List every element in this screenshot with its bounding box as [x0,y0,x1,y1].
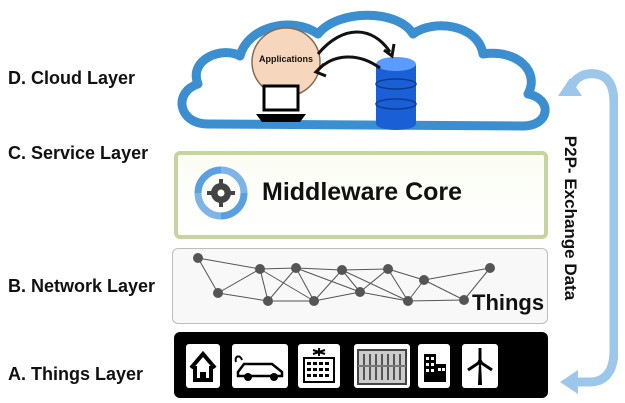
network-node [403,296,413,306]
network-edge [217,268,261,294]
calendar-device-icon [298,344,340,388]
network-edge [217,292,269,302]
network-edge [295,267,343,271]
network-edge [267,267,297,302]
network-layer-box [172,248,548,324]
network-node [309,296,319,306]
network-edge [423,279,465,301]
p2p-exchange-label: P2P- Exchange Data [561,135,580,301]
network-node [419,275,429,285]
network-node [291,263,301,273]
applications-label: Applications [258,54,313,64]
network-node [213,288,223,298]
network-node [459,295,469,305]
middleware-core-title: Middleware Core [262,178,463,206]
network-edge [313,269,343,302]
network-edge [359,291,409,302]
car-icon [232,344,288,388]
building-icon [418,344,450,388]
network-edge [359,268,389,293]
network-node [355,287,365,297]
cloud-icon [177,10,550,131]
things-label: Things [472,290,545,315]
network-edge [387,268,409,302]
network-edge [197,257,219,294]
cycle-gear-icon [194,166,248,220]
server-rack-icon [354,344,410,388]
p2p-exchange-arrow [558,69,618,394]
database-icon [375,57,417,130]
network-node [263,296,273,306]
network-edge [197,257,261,270]
network-edge [423,267,491,281]
network-edge [313,291,361,302]
network-edge [295,267,315,302]
network-node [193,253,203,263]
network-node [383,264,393,274]
network-edge [407,299,465,302]
wind-turbine-icon [462,344,498,388]
laptop-icon [256,84,306,122]
service-layer-label: C. Service Layer [8,143,149,163]
service-layer-box [174,151,548,239]
network-edge [341,268,389,271]
network-node [485,263,495,273]
network-edge [295,267,361,293]
network-node [337,265,347,275]
network-edge [259,267,297,270]
network-graph [193,253,495,306]
network-edge [463,267,491,301]
network-edge [259,268,315,302]
network-layer-label: B. Network Layer [8,276,156,296]
network-node [255,264,265,274]
things-layer-label: A. Things Layer [8,364,144,384]
network-edge [341,269,409,302]
network-edge [387,268,425,281]
house-icon [186,344,220,388]
cloud-layer-label: D. Cloud Layer [8,68,136,88]
network-edge [259,268,269,302]
